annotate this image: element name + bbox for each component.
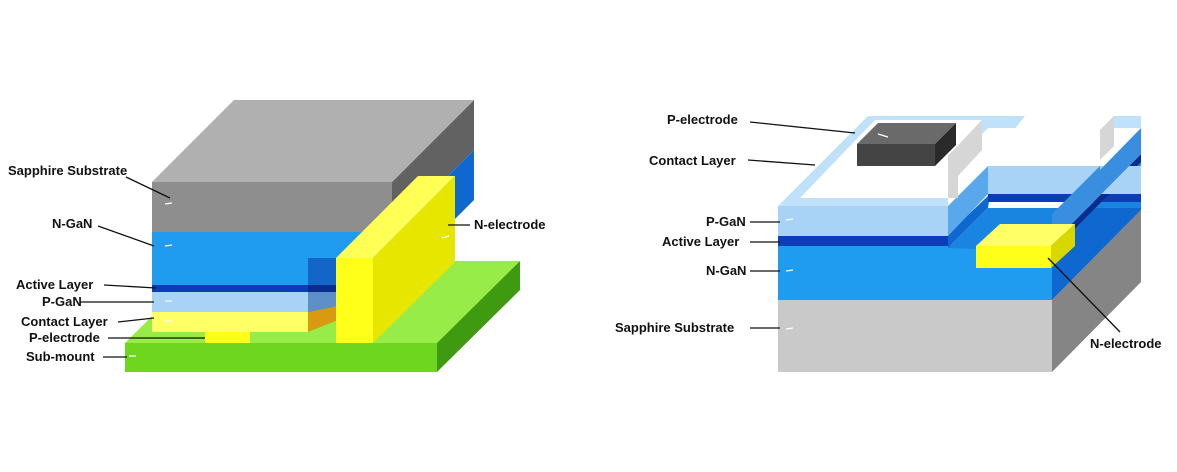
lat-n-electrode [976,224,1075,268]
flip-label-n-gan: N-GaN [52,216,92,231]
lat-label-markers [785,133,889,330]
lateral-led: P-electrode Contact Layer P-GaN Active L… [615,112,1162,372]
flip-chip-led: Sapphire Substrate N-GaN N-electrode Act… [8,100,546,372]
flip-leader-lines [80,176,470,358]
flip-label-p-electrode: P-electrode [29,330,100,345]
lat-label-n-electrode: N-electrode [1090,336,1162,351]
flip-label-sub-mount: Sub-mount [26,349,95,364]
flip-active-layer [152,285,308,292]
flip-labels: Sapphire Substrate N-GaN N-electrode Act… [8,163,546,364]
flip-contact-layer [152,312,308,332]
flip-label-sapphire: Sapphire Substrate [8,163,127,178]
flip-sapphire-substrate [152,100,474,232]
lat-leader-lines [747,121,1121,333]
lat-label-p-electrode: P-electrode [667,112,738,127]
flip-label-n-electrode: N-electrode [474,217,546,232]
lat-label-active-layer: Active Layer [662,234,739,249]
lat-label-contact-layer: Contact Layer [649,153,736,168]
flip-label-active-layer: Active Layer [16,277,93,292]
lat-label-sapphire: Sapphire Substrate [615,320,734,335]
flip-p-gan-layer [152,292,308,312]
flip-label-markers [129,202,450,357]
flip-label-contact-layer: Contact Layer [21,314,108,329]
lat-p-electrode [857,123,956,166]
flip-p-electrode [205,332,250,343]
flip-n-electrode [336,176,455,343]
lat-labels: P-electrode Contact Layer P-GaN Active L… [615,112,1162,351]
lat-label-n-gan: N-GaN [706,263,746,278]
lat-label-p-gan: P-GaN [706,214,746,229]
lat-sapphire-substrate [778,210,1141,372]
flip-label-p-gan: P-GaN [42,294,82,309]
